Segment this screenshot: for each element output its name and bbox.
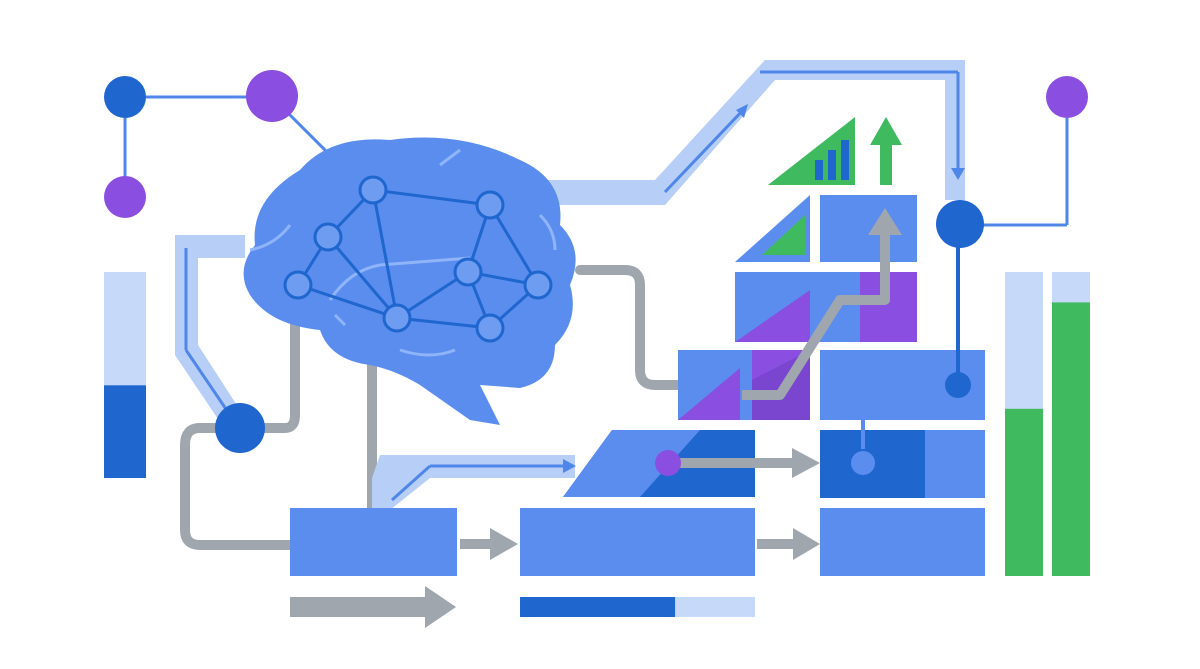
brain-fold xyxy=(333,313,347,327)
network-node-dark xyxy=(936,200,984,248)
neural-edge xyxy=(371,189,399,319)
junction-node xyxy=(215,403,265,453)
flow-line xyxy=(184,349,232,416)
flow-arrowhead xyxy=(951,168,965,180)
chart-bar xyxy=(841,140,849,180)
flow-arrowhead xyxy=(563,459,576,473)
flow-arrowhead xyxy=(736,104,748,118)
neural-node xyxy=(523,270,553,300)
brain-fold xyxy=(538,213,557,251)
grid-block xyxy=(820,508,985,576)
arrow-head xyxy=(792,448,820,478)
network-node-purple xyxy=(104,176,146,218)
neural-node xyxy=(358,175,388,205)
left-level-bar xyxy=(104,272,146,478)
top-left-network-icon xyxy=(104,70,337,218)
neural-node xyxy=(475,313,505,343)
arrow-head xyxy=(793,528,820,560)
neural-edge xyxy=(297,283,398,320)
neural-edge xyxy=(396,316,491,330)
neural-node xyxy=(382,303,412,333)
network-node-purple xyxy=(655,450,681,476)
right-network-icon xyxy=(936,76,1088,398)
right-block-grid xyxy=(820,350,985,576)
chart-bar xyxy=(828,150,836,180)
up-arrow-icon xyxy=(870,117,902,185)
left-flow-band xyxy=(175,235,245,425)
purple-node-arrow xyxy=(655,448,820,478)
neural-node xyxy=(313,222,343,252)
arrow-head xyxy=(490,528,518,560)
grid-node xyxy=(849,449,877,477)
top-flow-band xyxy=(540,60,965,205)
slanted-block-highlight xyxy=(563,430,700,497)
progress-fill xyxy=(520,597,676,617)
network-node-dark xyxy=(945,372,971,398)
flow-band-down xyxy=(945,60,965,200)
neural-edge xyxy=(372,188,491,207)
arrow-shaft xyxy=(290,597,430,617)
up-arrow-icon xyxy=(868,208,902,235)
growth-staircase xyxy=(678,195,917,420)
bar-chart-icon xyxy=(768,117,855,185)
process-block xyxy=(520,508,755,576)
stair-accent xyxy=(678,368,740,420)
right-arrow-icon xyxy=(290,586,456,628)
bottom-progress-bar xyxy=(520,597,755,617)
neural-node xyxy=(475,190,505,220)
flow-line xyxy=(663,106,747,194)
neural-edge xyxy=(488,204,540,286)
brain-fold xyxy=(399,348,456,357)
chart-bar xyxy=(815,160,823,180)
neural-nodes xyxy=(283,175,553,343)
flow-band xyxy=(540,60,965,205)
connector-path xyxy=(180,423,297,550)
brain-fold xyxy=(439,148,461,167)
flow-band xyxy=(175,235,245,425)
arrow-shaft xyxy=(460,539,492,549)
stair-accent xyxy=(735,290,810,342)
right-level-bars xyxy=(1005,272,1090,576)
left-bar-fill xyxy=(104,385,146,478)
stair-tile xyxy=(820,195,917,262)
connector-path xyxy=(235,295,300,433)
right-arrow-icon xyxy=(757,528,820,560)
neural-edge xyxy=(326,236,399,319)
arrow-head xyxy=(425,586,456,628)
right-arrow-icon xyxy=(460,528,518,560)
network-node-dark xyxy=(104,76,146,118)
right-bar-2-fill xyxy=(1052,302,1090,576)
brain-icon xyxy=(243,137,576,425)
neural-node xyxy=(453,257,483,287)
stair-chart-triangle xyxy=(762,215,805,255)
brain-fold xyxy=(249,224,292,252)
network-node-purple xyxy=(246,70,298,122)
process-block xyxy=(290,508,457,576)
arrow-shaft xyxy=(880,140,892,185)
arrow-shaft xyxy=(757,539,795,549)
right-bar-1-fill xyxy=(1005,408,1043,576)
flow-band xyxy=(372,455,575,510)
connector-path xyxy=(575,265,685,390)
growth-arrow-line xyxy=(742,230,890,400)
arrow-head xyxy=(870,117,902,145)
middle-flow-band xyxy=(372,455,576,510)
flow-line xyxy=(390,464,432,502)
neural-node xyxy=(283,270,313,300)
network-node-purple xyxy=(1046,76,1088,118)
brain-fold xyxy=(328,256,471,301)
